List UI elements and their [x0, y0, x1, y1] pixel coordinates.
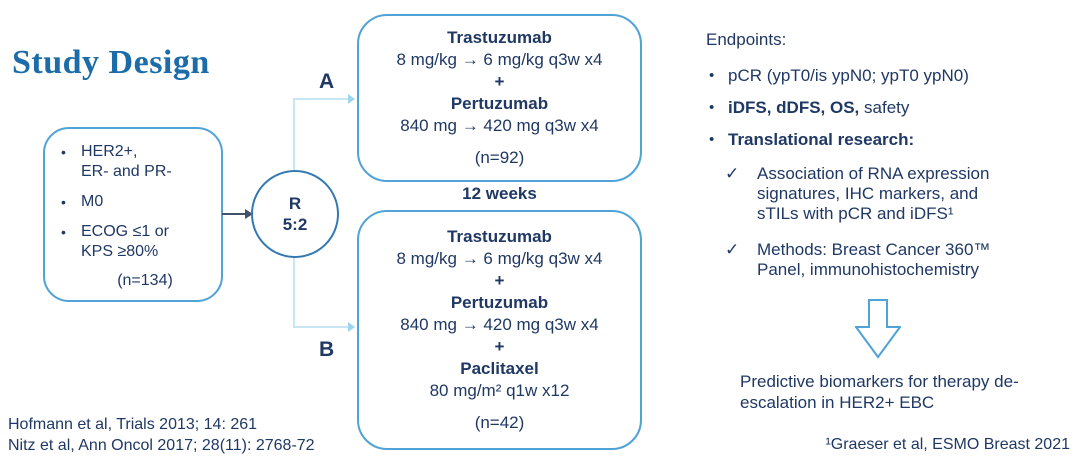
eligibility-item: • HER2+, ER- and PR-: [61, 142, 215, 182]
eligibility-to-randomization-line: [222, 213, 247, 215]
arm-a-n-count: (n=92): [474, 148, 525, 167]
arm-a-box: Trastuzumab 8 mg/kg → 6 mg/kg q3w x4 + P…: [357, 14, 642, 182]
endpoint-item-label-bold: Translational research:: [728, 130, 915, 149]
drug-dose: 8 mg/kg → 6 mg/kg q3w x4: [396, 249, 603, 268]
references: Hofmann et al, Trials 2013; 14: 261 Nitz…: [8, 414, 315, 456]
page-title: Study Design: [12, 44, 210, 81]
check-item-label: Methods: Breast Cancer 360™ Panel, immun…: [757, 240, 991, 279]
check-item-label: Association of RNA expression signatures…: [757, 164, 990, 223]
arrowhead-icon: [348, 94, 355, 104]
drug-dose: 840 mg → 420 mg q3w x4: [400, 315, 599, 334]
plus-sign: +: [494, 337, 505, 356]
endpoint-item-label: pCR (ypT0/is ypN0; ypT0 ypN0): [728, 66, 969, 85]
plus-sign: +: [494, 271, 505, 290]
plus-sign: +: [494, 72, 505, 91]
check-icon: ✓: [725, 240, 740, 259]
eligibility-box: • HER2+, ER- and PR- • M0 • ECOG ≤1 or K…: [43, 127, 223, 302]
randomization-circle: R 5:2: [251, 170, 339, 258]
bullet-icon: •: [709, 131, 715, 148]
eligibility-n-count: (n=134): [117, 272, 173, 289]
reference-line: Nitz et al, Ann Oncol 2017; 28(11): 2768…: [8, 437, 315, 454]
arm-b-box: Trastuzumab 8 mg/kg → 6 mg/kg q3w x4 + P…: [357, 210, 642, 450]
down-arrow-icon: [854, 299, 902, 364]
eligibility-item: • ECOG ≤1 or KPS ≥80%: [61, 222, 215, 262]
outcome-text: Predictive biomarkers for therapy de-esc…: [740, 372, 1019, 412]
endpoints-heading: Endpoints:: [706, 30, 787, 49]
drug-name: Paclitaxel: [460, 359, 539, 378]
bullet-icon: •: [61, 224, 66, 240]
eligibility-item-label: M0: [81, 193, 104, 210]
reference-line: Hofmann et al, Trials 2013; 14: 261: [8, 416, 258, 433]
duration-label: 12 weeks: [462, 184, 537, 203]
arm-b-label: B: [319, 338, 335, 361]
endpoint-item: • Translational research:: [709, 130, 1059, 150]
drug-name: Pertuzumab: [450, 293, 549, 312]
arm-b-n-count: (n=42): [474, 413, 525, 432]
drug-dose: 840 mg → 420 mg q3w x4: [400, 116, 599, 135]
footnote: ¹Graeser et al, ESMO Breast 2021: [825, 436, 1070, 453]
eligibility-item-label: ECOG ≤1 or KPS ≥80%: [81, 223, 169, 260]
endpoint-item: • iDFS, dDFS, OS, safety: [709, 98, 1059, 118]
arrowhead-icon: [245, 209, 253, 219]
check-icon: ✓: [725, 164, 740, 183]
drug-name: Pertuzumab: [450, 94, 549, 113]
drug-name: Trastuzumab: [447, 227, 552, 246]
bullet-icon: •: [709, 99, 715, 116]
bullet-icon: •: [709, 67, 715, 84]
eligibility-item-label: HER2+, ER- and PR-: [81, 143, 172, 180]
drug-dose: 80 mg/m² q1w x12: [429, 381, 570, 400]
endpoint-item: • pCR (ypT0/is ypN0; ypT0 ypN0): [709, 66, 1059, 86]
translational-check-item: ✓ Association of RNA expression signatur…: [725, 164, 1025, 224]
eligibility-item: • M0: [61, 192, 215, 212]
arm-a-label: A: [319, 70, 335, 93]
branch-line-arm-a: [293, 98, 350, 100]
branch-line-arm-b: [293, 326, 350, 328]
arrowhead-icon: [348, 322, 355, 332]
bullet-icon: •: [61, 144, 66, 160]
translational-check-item: ✓ Methods: Breast Cancer 360™ Panel, imm…: [725, 240, 1025, 280]
drug-dose: 8 mg/kg → 6 mg/kg q3w x4: [396, 50, 603, 69]
bullet-icon: •: [61, 194, 66, 210]
randomization-ratio: 5:2: [282, 215, 308, 234]
drug-name: Trastuzumab: [447, 28, 552, 47]
endpoint-item-label: safety: [859, 98, 910, 117]
randomization-letter: R: [288, 194, 302, 213]
endpoint-item-label-bold: iDFS, dDFS, OS,: [728, 98, 860, 117]
